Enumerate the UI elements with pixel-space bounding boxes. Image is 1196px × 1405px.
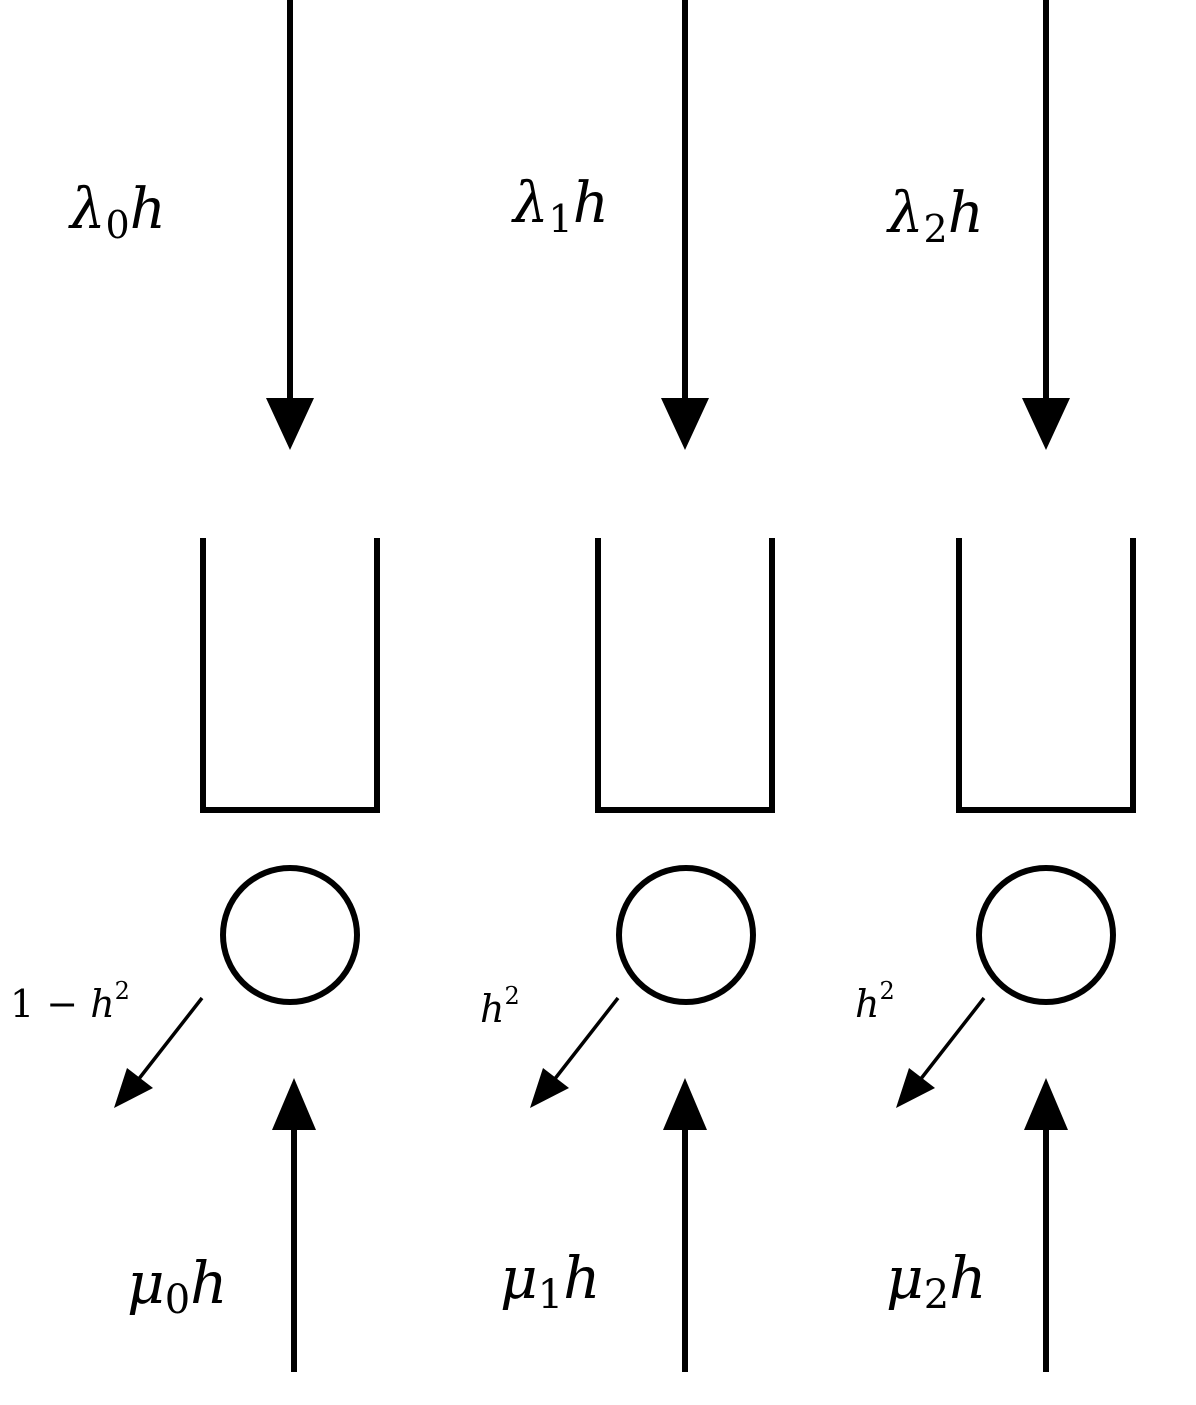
arrival-rate-label-0: λ0h [68,177,166,247]
server-circle-1 [616,865,756,1005]
queue-column-2: λ2h h2 μ2h [855,0,1136,1372]
exit-probability-label-0: 1 − h2 [10,977,130,1026]
service-rate-label-2: μ2h [886,1244,987,1318]
server-circle-0 [220,865,360,1005]
exit-arrow-0 [114,996,204,1108]
service-arrow-2 [1024,1078,1068,1372]
arrival-arrow-1 [661,0,709,450]
arrival-rate-label-1: λ1h [511,171,609,241]
exit-arrow-1 [530,996,620,1108]
service-rate-label-1: μ1h [500,1244,601,1318]
exit-probability-label-1: h2 [480,982,520,1031]
queue-column-0: λ0h 1 − h2 μ0h [10,0,380,1372]
queue-column-1: λ1h h2 μ1h [480,0,775,1372]
queue-buffer-0 [200,538,380,813]
exit-probability-label-2: h2 [855,977,895,1026]
service-rate-label-0: μ0h [127,1249,228,1323]
service-arrow-0 [272,1078,316,1372]
arrival-arrow-2 [1022,0,1070,450]
arrival-arrow-0 [266,0,314,450]
arrival-rate-label-2: λ2h [886,181,984,251]
queue-buffer-1 [595,538,775,813]
exit-arrow-2 [896,996,986,1108]
server-circle-2 [976,865,1116,1005]
service-arrow-1 [663,1078,707,1372]
queue-buffer-2 [956,538,1136,813]
